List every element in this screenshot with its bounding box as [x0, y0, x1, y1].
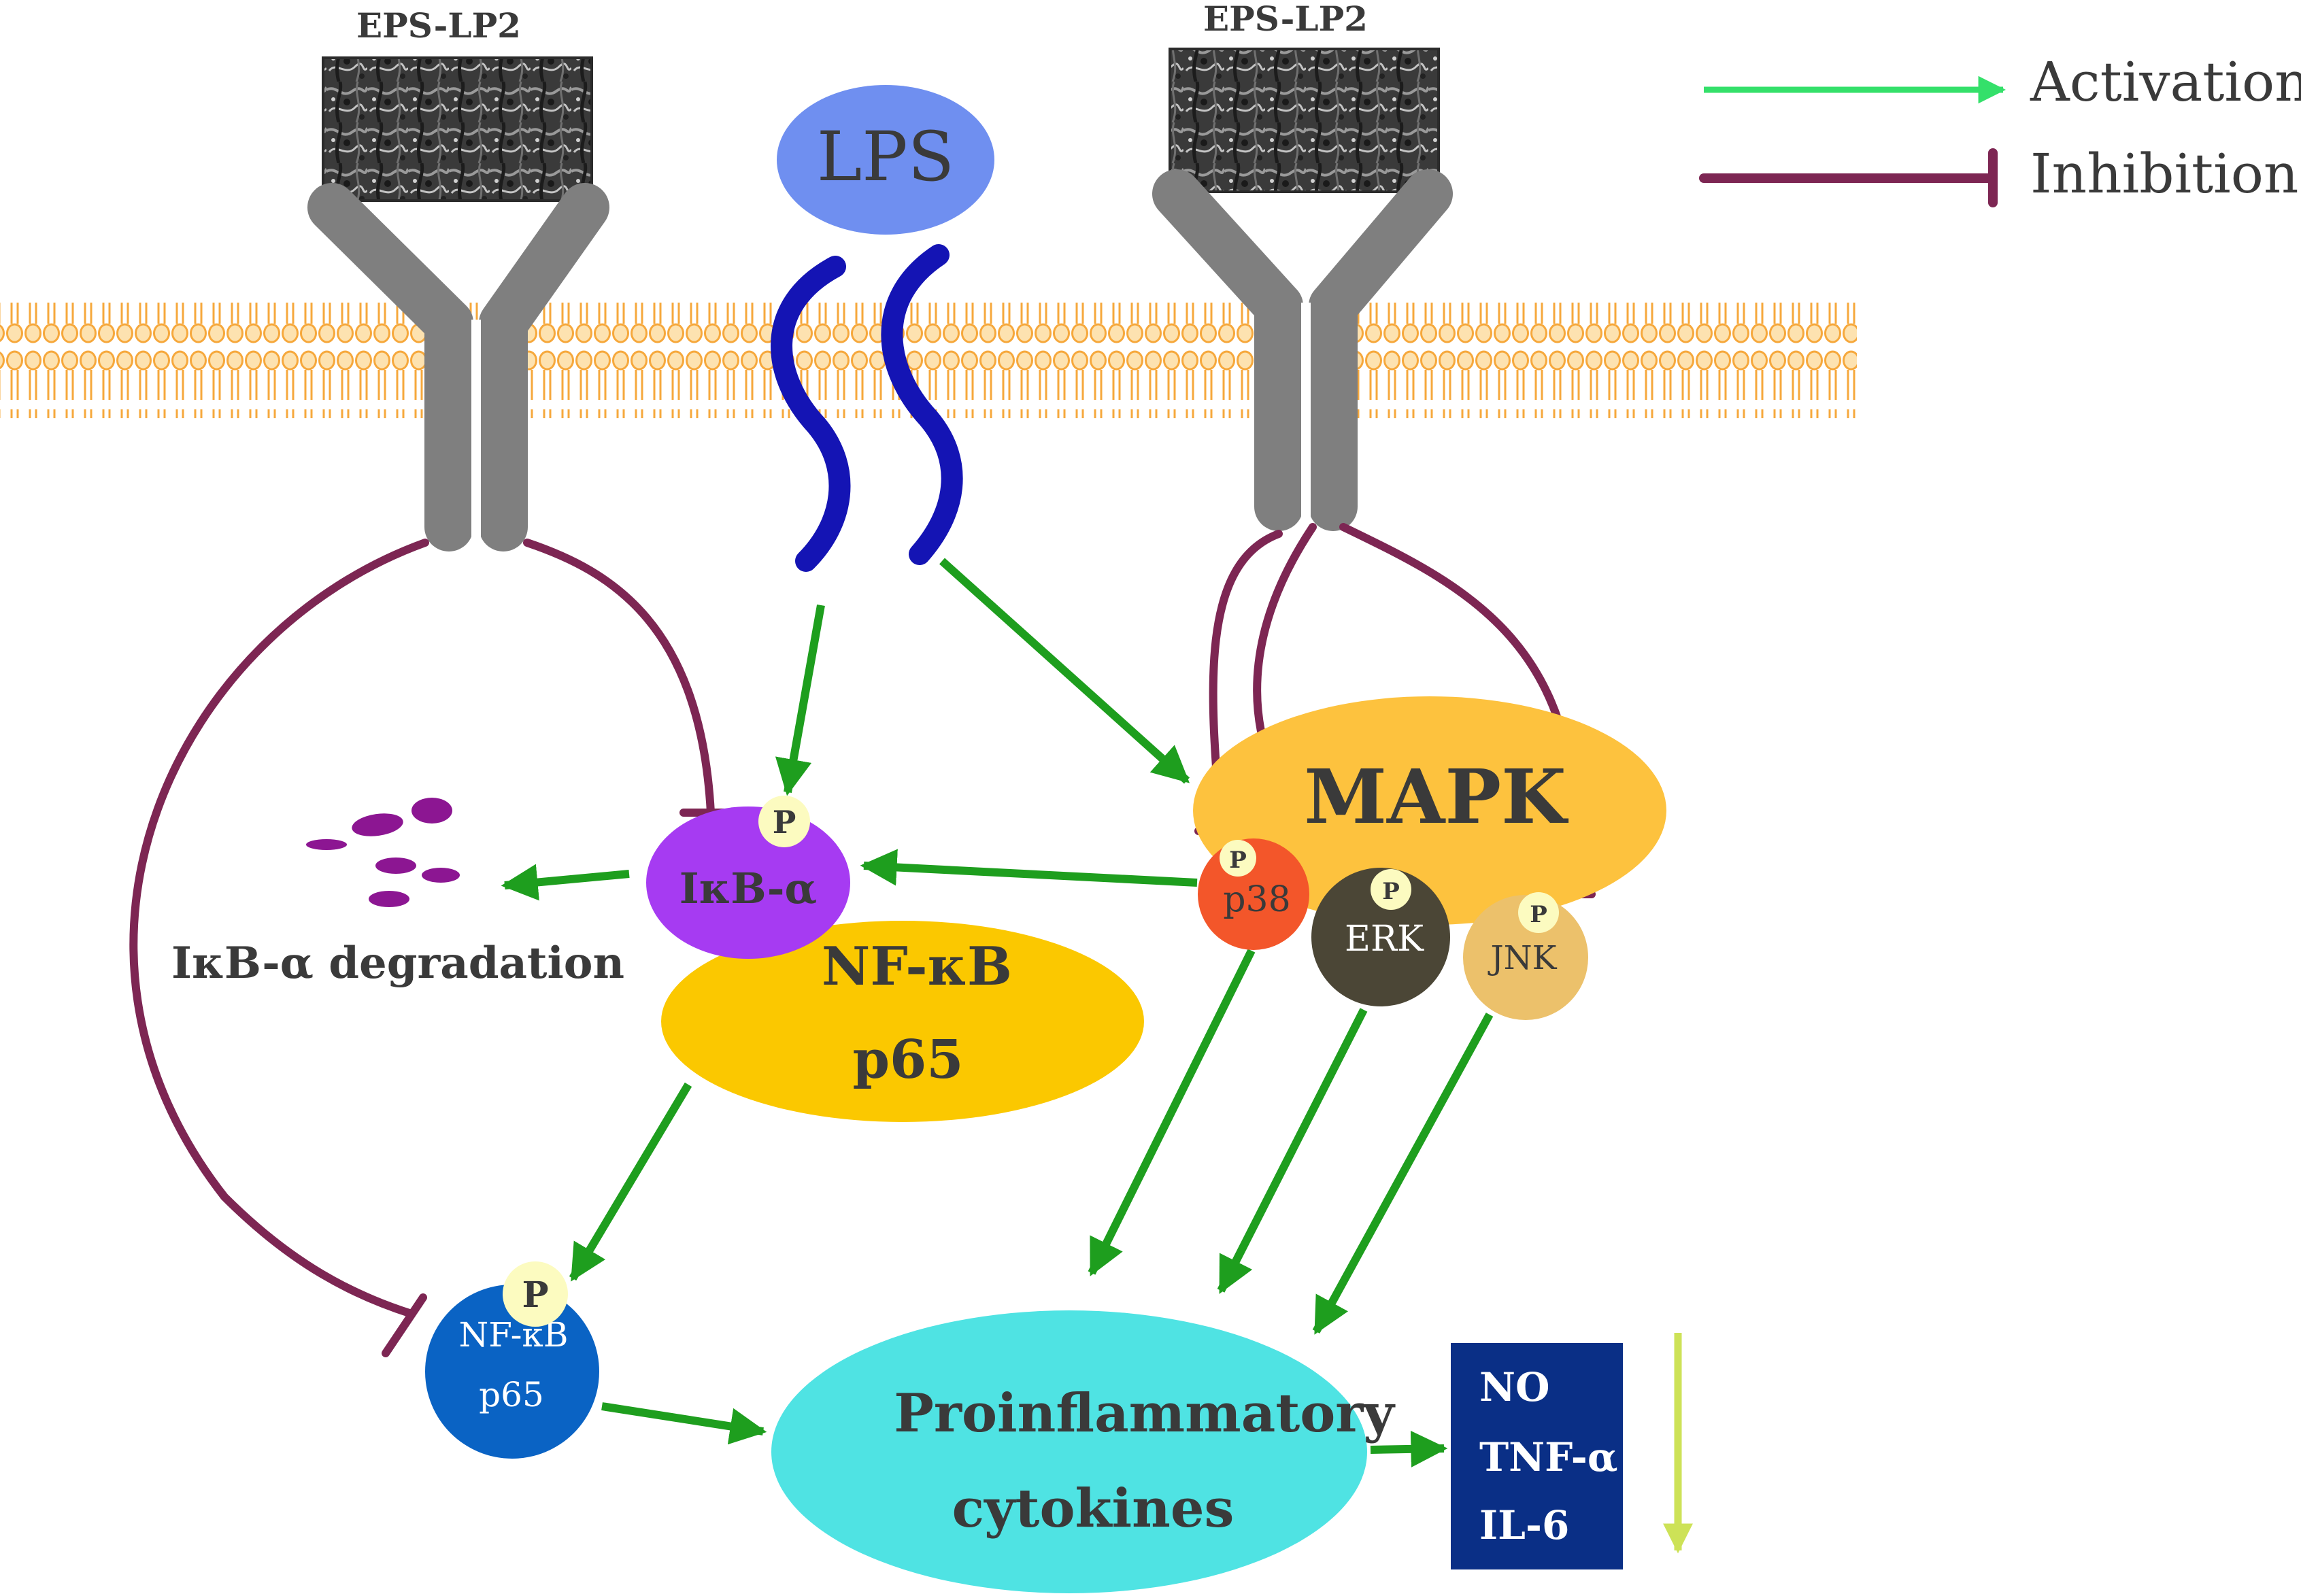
lps-chain-left [771, 256, 851, 572]
jnk-node [1463, 895, 1588, 1020]
ikb-label: IκB-α [679, 864, 817, 913]
p38-label: p38 [1223, 879, 1290, 920]
activate-ikb-degradation [501, 864, 630, 901]
receptor-left-label: EPS-LP2 [356, 5, 521, 46]
ikb-phospho-badge [758, 796, 810, 847]
receptor-left-micrograph [322, 56, 593, 202]
output-no: NO [1479, 1364, 1550, 1410]
output-il6: IL-6 [1479, 1502, 1569, 1548]
ikb-phospho-label: P [773, 804, 796, 841]
receptor-right: EPS-LP2 [1152, 0, 1453, 531]
inhibit-to-ikb [523, 539, 715, 817]
legend: Activation Inhibition [1699, 50, 2301, 207]
mapk-node [1193, 696, 1666, 925]
legend-inhibition-label: Inhibition [2030, 142, 2298, 205]
inhibit-to-nfkb-phospho [129, 539, 429, 1318]
ikb-node [646, 807, 850, 959]
activate-nfkb-cytokines [601, 1402, 767, 1445]
nfkb-phospho-line2: p65 [479, 1375, 544, 1414]
jnk-phospho-badge [1518, 892, 1559, 933]
receptor-right-label: EPS-LP2 [1203, 0, 1368, 39]
p38-phospho-label: P [1229, 847, 1247, 874]
lps-oval [777, 85, 994, 235]
activate-erk-cytokines [1217, 1008, 1368, 1294]
activate-nfkb-translocation [569, 1082, 692, 1282]
nfkb-phospho-badge-label: P [522, 1274, 548, 1316]
cell-membrane [0, 303, 1857, 418]
erk-phospho-badge [1371, 869, 1411, 910]
lps-chain-right [881, 244, 963, 565]
activate-p38-ikb [860, 849, 1198, 887]
jnk-phospho-label: P [1530, 901, 1547, 928]
erk-label: ERK [1345, 919, 1424, 960]
jnk-label: JNK [1487, 939, 1557, 977]
degradation-label: IκB-α degradation [171, 938, 624, 989]
cytokines-line2: cytokines [952, 1478, 1235, 1540]
receptor-right-micrograph [1169, 48, 1440, 193]
nfkb-complex-line2: p65 [852, 1029, 963, 1091]
activate-p38-cytokines [1088, 949, 1256, 1276]
cytokines-line1: Proinflammatory [894, 1382, 1396, 1444]
p38-phospho-badge [1220, 840, 1256, 877]
activate-jnk-cytokines [1312, 1013, 1494, 1335]
nfkb-complex [661, 921, 1144, 1122]
legend-activation-label: Activation [2030, 50, 2301, 114]
erk-node [1311, 868, 1450, 1006]
degradation-fragments [306, 798, 460, 907]
nfkb-phospho-badge [503, 1261, 568, 1327]
outputs-box [1451, 1343, 1623, 1569]
mapk-label: MAPK [1304, 753, 1568, 841]
lps-label: LPS [817, 117, 954, 197]
nfkb-complex-line1: NF-κB [822, 936, 1012, 998]
nfkb-phospho-node [425, 1285, 599, 1459]
cytokines-node [771, 1310, 1367, 1593]
activation-arrows [501, 558, 1494, 1467]
receptor-left: EPS-LP2 [307, 5, 609, 551]
activate-cytokines-outputs [1370, 1430, 1448, 1467]
output-tnf: TNF-α [1479, 1434, 1617, 1480]
activate-lps-ikb [775, 604, 825, 796]
activate-lps-mapk [939, 558, 1190, 784]
erk-phospho-label: P [1382, 878, 1400, 905]
lps: LPS [771, 85, 994, 572]
